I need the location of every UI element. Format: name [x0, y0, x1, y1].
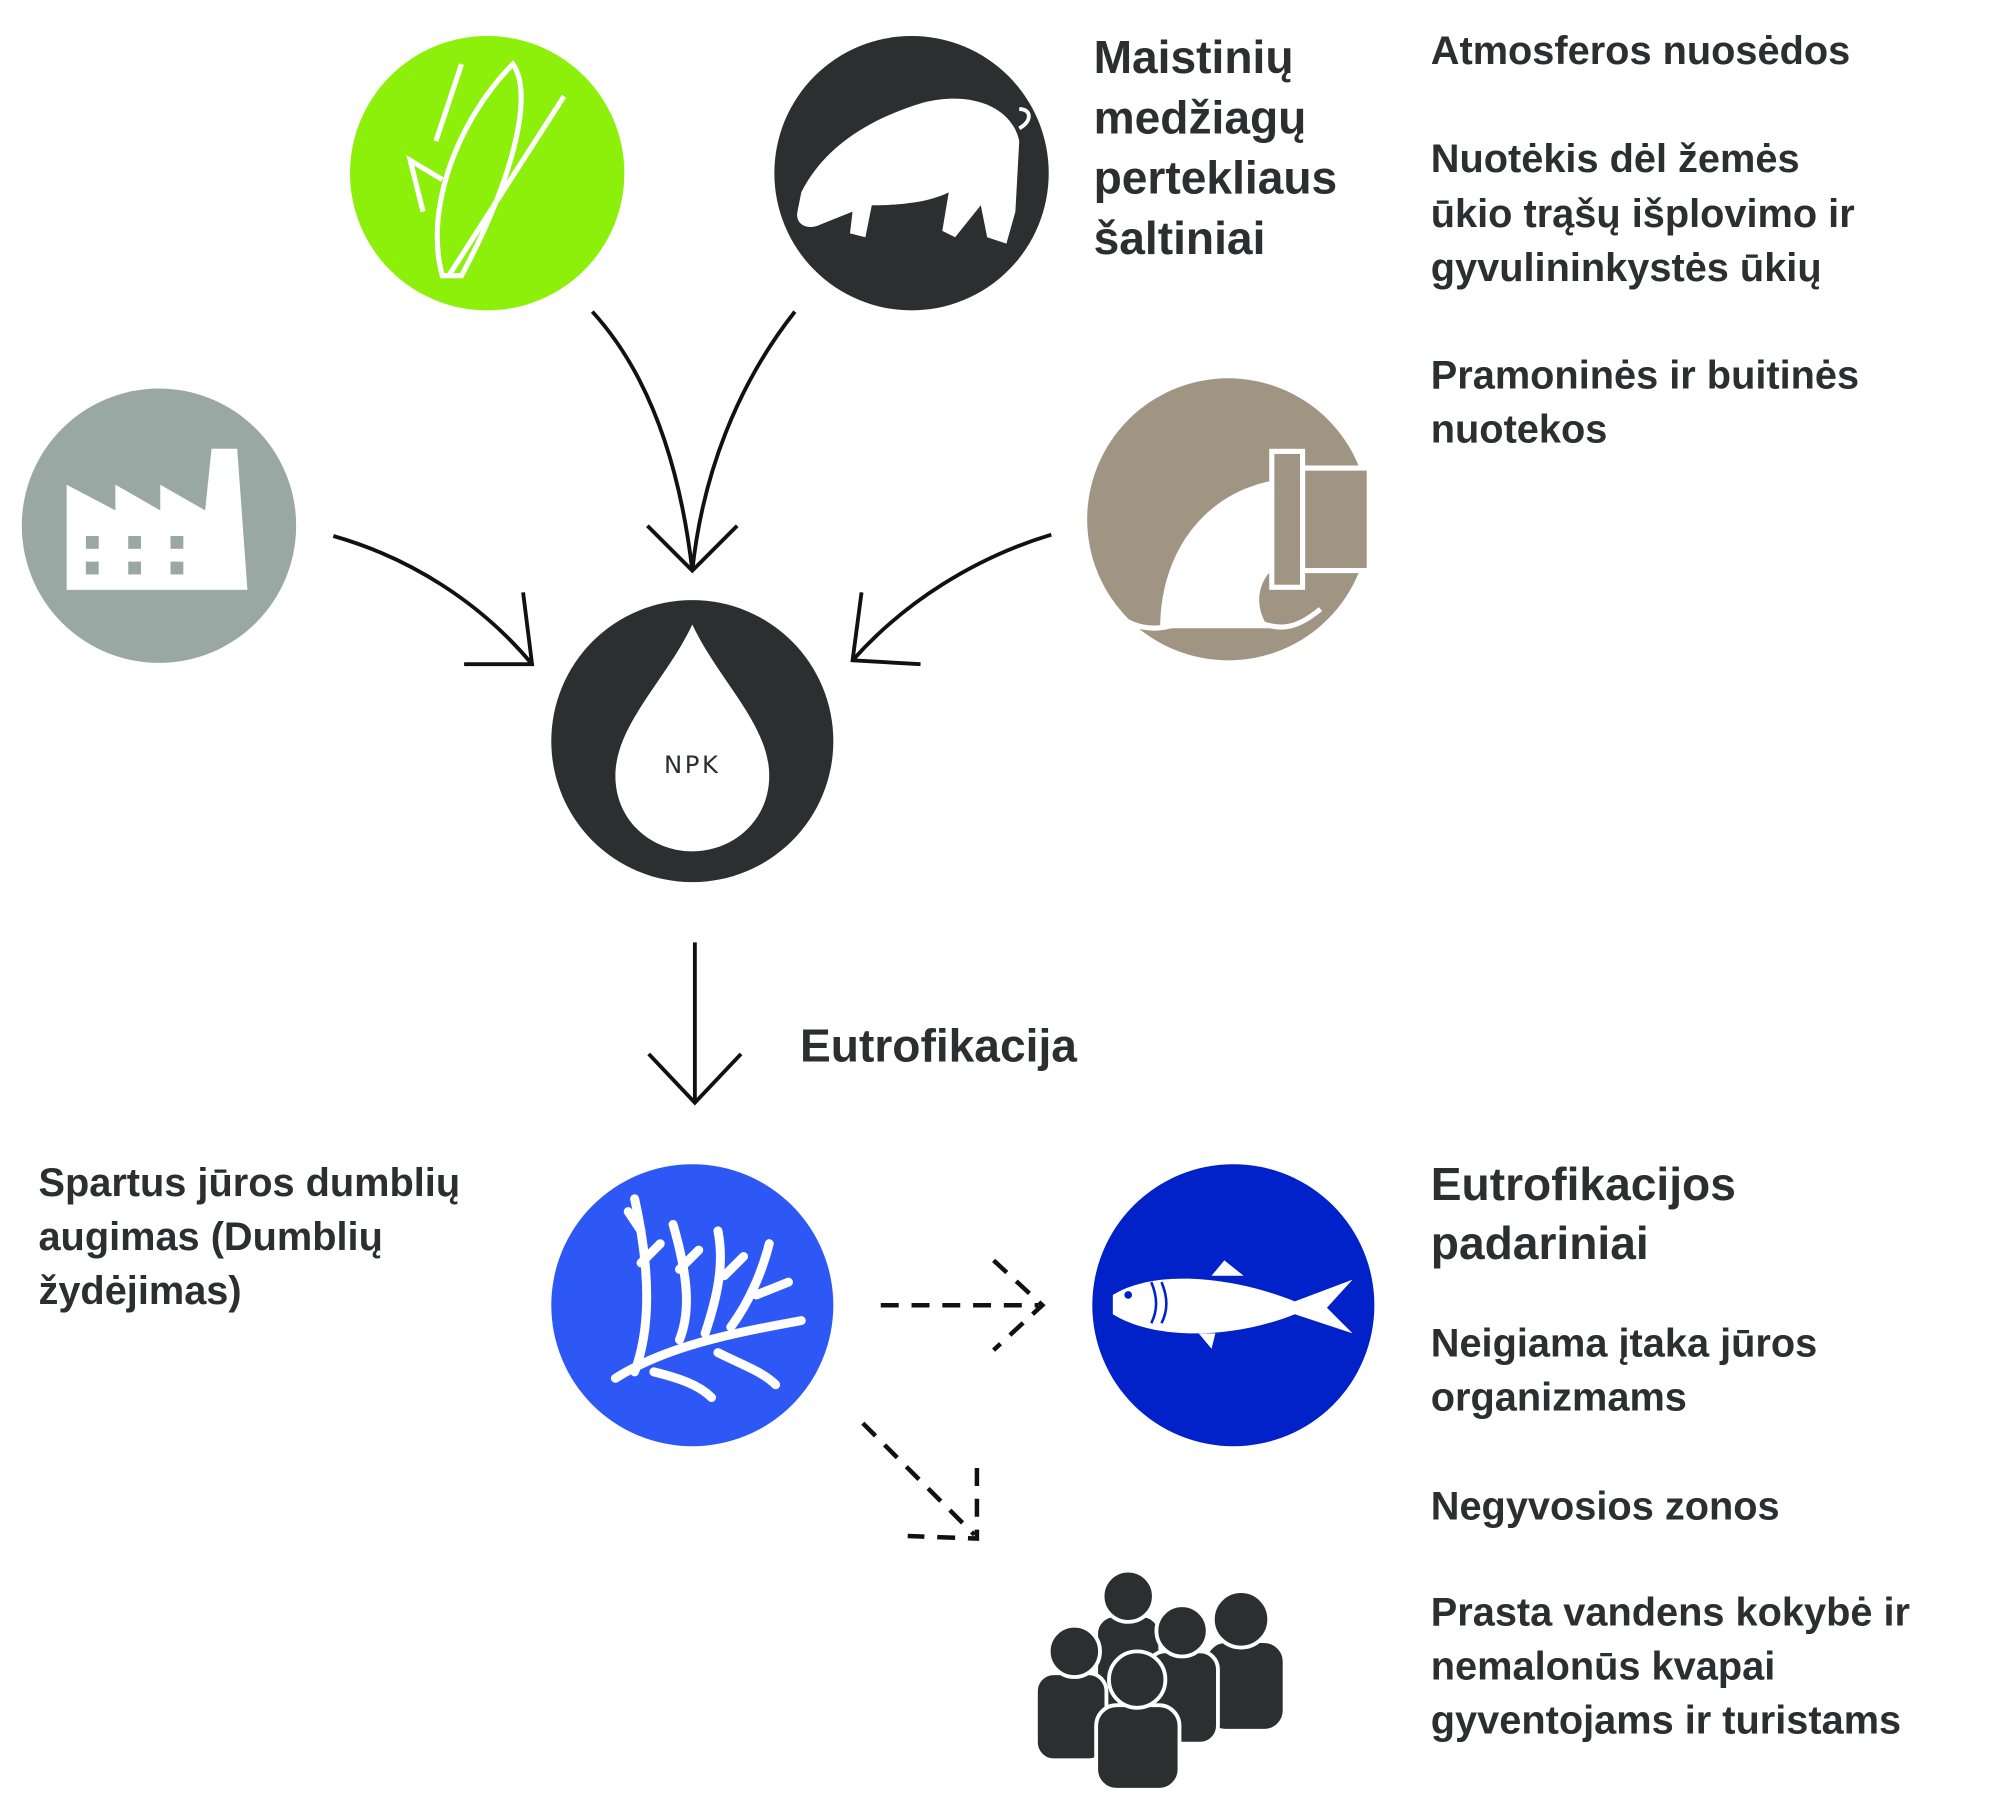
factory-icon	[21, 388, 297, 663]
effect-water-quality: Prasta vandens kokybė ir nemalonūs kvapa…	[1431, 1591, 1921, 1743]
effect-marine: Neigiama įtaka jūros organizmams	[1431, 1321, 1829, 1419]
source-atmospheric: Atmosferos nuosėdos	[1431, 29, 1850, 73]
npk-label: NPK	[664, 750, 721, 779]
effect-dead-zones: Negyvosios zonos	[1431, 1484, 1780, 1528]
npk-nutrient-drop-icon: NPK	[551, 600, 834, 883]
corn-icon	[350, 35, 625, 311]
pig-icon	[774, 35, 1049, 311]
process-label: Eutrofikacija	[800, 1020, 1077, 1072]
sources-heading: Maistinių medžiagų pertekliaus šaltiniai	[1094, 31, 1350, 264]
source-agricultural: Nuotėkis dėl žemės ūkio trąšų išplovimo …	[1431, 137, 1866, 290]
inflow-arrows	[332, 310, 1052, 667]
people-icon	[1033, 1568, 1287, 1792]
eutrophication-arrow	[647, 942, 743, 1106]
consequence-arrows	[861, 1258, 1046, 1541]
algae-text: Spartus jūros dumblių augimas (Dumblių ž…	[38, 1161, 471, 1313]
algae-icon	[551, 1164, 834, 1447]
pipe-outflow-icon	[1087, 378, 1372, 661]
effects-heading: Eutrofikacijos padariniai	[1431, 1158, 1749, 1269]
source-industrial: Pramoninės ir buitinės nuotekos	[1431, 354, 1870, 452]
fish-icon	[1092, 1164, 1375, 1447]
